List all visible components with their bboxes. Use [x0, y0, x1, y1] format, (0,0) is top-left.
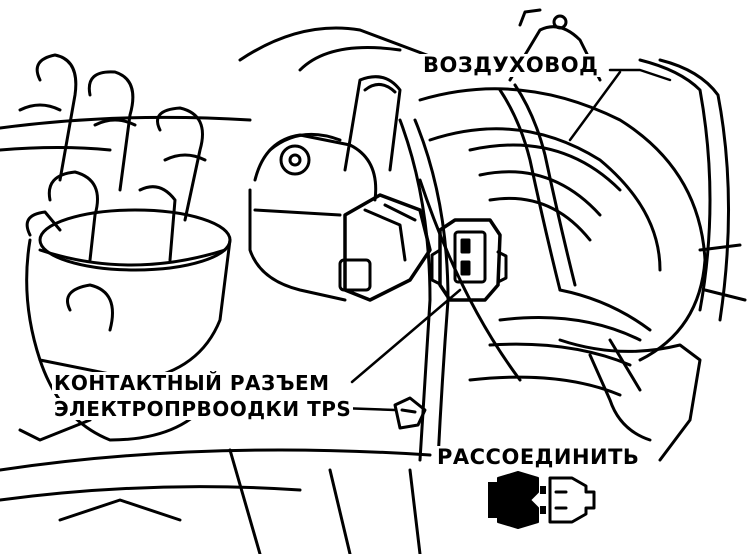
harness-clip: [393, 396, 427, 430]
spark-plug-boots: [18, 53, 207, 332]
tps-connector-plug: [338, 193, 432, 302]
engine-block-outline: [0, 26, 442, 554]
connector-disconnect-icon: [488, 471, 596, 529]
throttle-position-sensor: [248, 75, 402, 302]
tps-connector-label-line2: ЭЛЕКТРОПРВООДКИ TPS: [52, 397, 354, 421]
wiring-harness: [398, 58, 747, 462]
air-duct-label: ВОЗДУХОВОД: [420, 54, 602, 77]
tps-connector-label-line1: КОНТАКТНЫЙ РАЗЪЕМ: [52, 371, 332, 395]
tps-harness-connector: [430, 218, 508, 302]
disconnect-label: РАССОЕДИНИТЬ: [434, 446, 643, 469]
air-duct: [418, 8, 707, 397]
